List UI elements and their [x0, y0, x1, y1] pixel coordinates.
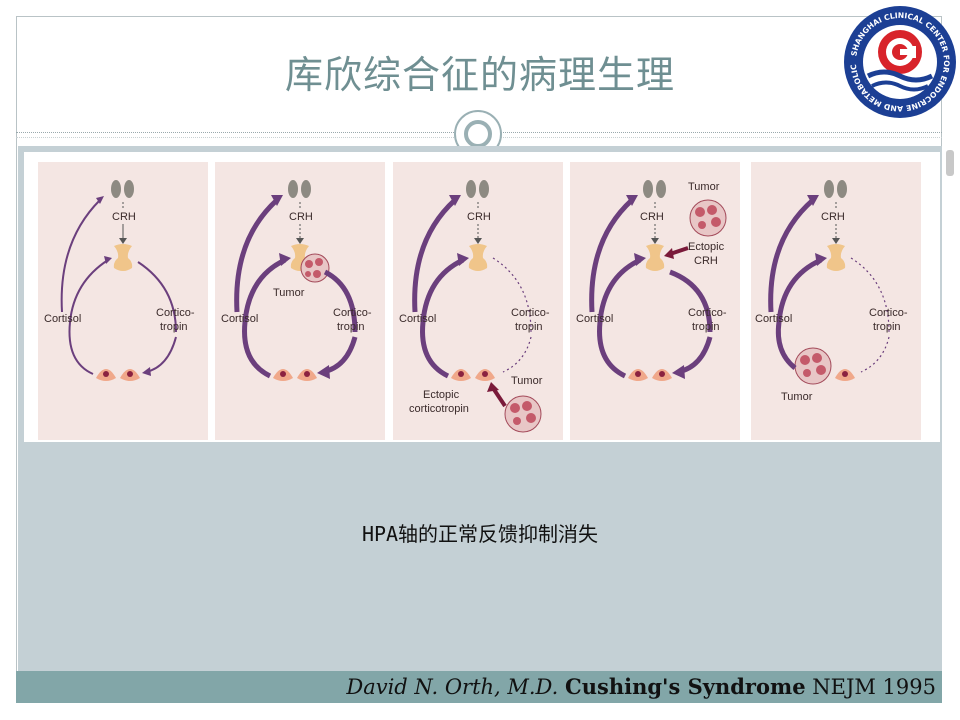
citation: David N. Orth, M.D. Cushing's Syndrome N… — [346, 672, 936, 702]
crh-label: CRH — [112, 211, 136, 223]
cortisol-label: Cortisol — [755, 313, 792, 325]
ectopic-label-2: corticotropin — [409, 403, 469, 415]
corticotropin-label-1: Cortico- — [511, 307, 550, 319]
crh-label: CRH — [821, 211, 845, 223]
cortisol-label: Cortisol — [399, 313, 436, 325]
adrenal-icon — [451, 369, 495, 381]
corticotropin-label-1: Cortico- — [156, 307, 195, 319]
corticotropin-label-2: tropin — [873, 321, 901, 333]
hypothalamus-icon — [466, 180, 489, 198]
tumor-icon — [794, 347, 832, 385]
panel-adrenal-tumor: CRH Cortico- tropin Tumor Cortisol — [751, 162, 921, 440]
tumor-label: Tumor — [781, 391, 813, 403]
citation-paper: Cushing's Syndrome — [565, 674, 806, 699]
hypothalamus-icon — [288, 180, 311, 198]
tumor-icon — [300, 253, 330, 283]
adrenal-icon — [835, 369, 855, 381]
corticotropin-label-2: tropin — [515, 321, 543, 333]
crh-label: CRH — [289, 211, 313, 223]
tumor-label: Tumor — [688, 181, 720, 193]
citation-journal: NEJM 1995 — [812, 675, 936, 699]
pituitary-icon — [113, 244, 133, 271]
ectopic-label-1: Ectopic — [423, 389, 460, 401]
citation-author: David N. Orth, M.D. — [346, 675, 559, 699]
corticotropin-label-1: Cortico- — [688, 307, 727, 319]
tumor-icon — [504, 395, 542, 433]
adrenal-icon — [273, 369, 317, 381]
pituitary-icon — [645, 244, 665, 271]
hpa-axis-figure: CRH Cortico- tropin Cortisol CRH Tumor C… — [24, 152, 940, 442]
crh-label: CRH — [467, 211, 491, 223]
ectopic-label-1: Ectopic — [688, 241, 725, 253]
panel-ectopic-crh: CRH Tumor Ectopic CRH Cortico- tropin Co… — [570, 162, 740, 440]
cortisol-label: Cortisol — [221, 313, 258, 325]
pituitary-icon — [826, 244, 846, 271]
hypothalamus-icon — [824, 180, 847, 198]
pituitary-icon — [468, 244, 488, 271]
crh-label: CRH — [640, 211, 664, 223]
citation-bar — [16, 671, 942, 703]
adrenal-icon — [96, 369, 140, 381]
hypothalamus-icon — [111, 180, 134, 198]
corticotropin-label-2: tropin — [692, 321, 720, 333]
figure-caption: HPA轴的正常反馈抑制消失 — [361, 522, 599, 546]
adrenal-icon — [628, 369, 672, 381]
panel-normal: CRH Cortico- tropin Cortisol — [38, 162, 208, 440]
hypothalamus-icon — [643, 180, 666, 198]
panel-ectopic-corticotropin: CRH Cortico- tropin Cortisol Tumor Ectop… — [393, 162, 563, 440]
ectopic-label-2: CRH — [694, 255, 718, 267]
tumor-label: Tumor — [511, 375, 543, 387]
corticotropin-label-1: Cortico- — [333, 307, 372, 319]
slide-title: 库欣综合征的病理生理 — [284, 53, 675, 97]
cortisol-label: Cortisol — [44, 313, 81, 325]
tumor-icon — [689, 199, 727, 237]
tumor-label: Tumor — [273, 287, 305, 299]
corticotropin-label-1: Cortico- — [869, 307, 908, 319]
corticotropin-label-2: tropin — [337, 321, 365, 333]
institution-logo: SHANGHAI CLINICAL CENTER FOR ENDOCRINE A… — [842, 4, 956, 118]
cortisol-label: Cortisol — [576, 313, 613, 325]
panel-pituitary-tumor: CRH Tumor Cortico- tropin Cortisol — [215, 162, 385, 440]
slide-edge-mark — [946, 150, 954, 176]
corticotropin-label-2: tropin — [160, 321, 188, 333]
